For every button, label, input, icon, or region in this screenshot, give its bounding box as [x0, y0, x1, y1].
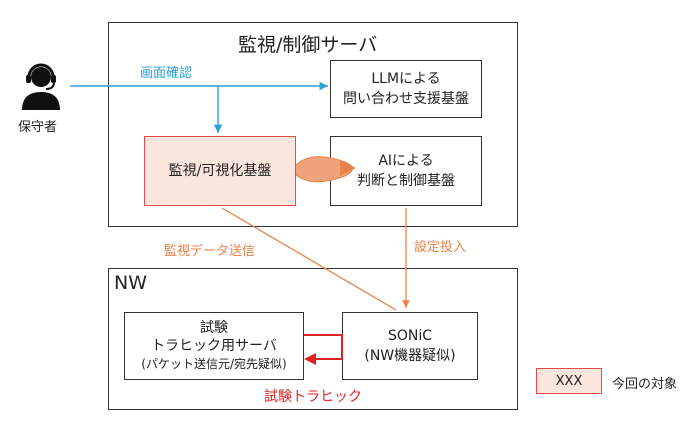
traffic-server-box: 試験 トラヒック用サーバ (パケット送信元/宛先疑似): [124, 312, 304, 380]
screen-check-label: 画面確認: [140, 66, 193, 81]
monitor-data-label: 監視データ送信: [164, 244, 256, 259]
test-traffic-label: 試験トラヒック: [264, 389, 362, 405]
ai-line-1: AIによる: [378, 153, 434, 169]
monitor-visualize-box: 監視/可視化基盤: [144, 136, 296, 206]
legend-sample-box: XXX: [536, 368, 602, 394]
ai-control-box: AIによる 判断と制御基盤: [330, 136, 482, 206]
config-input-label: 設定投入: [414, 240, 467, 255]
traffic-line-3: (パケット送信元/宛先疑似): [141, 357, 287, 371]
server-title: 監視/制御サーバ: [238, 34, 378, 56]
operator-headset-icon: [22, 63, 60, 110]
nw-title: NW: [114, 272, 147, 294]
llm-line-1: LLMによる: [371, 71, 441, 87]
llm-support-box: LLMによる 問い合わせ支援基盤: [330, 60, 482, 118]
traffic-line-2: トラヒック用サーバ: [151, 338, 277, 354]
legend-description: 今回の対象: [612, 377, 678, 392]
monitor-line-1: 監視/可視化基盤: [168, 163, 272, 179]
monitor-data-arrow: [221, 207, 397, 311]
sonic-line-2: (NW機器疑似): [364, 348, 456, 364]
traffic-line-1: 試験: [200, 320, 228, 336]
llm-line-2: 問い合わせ支援基盤: [343, 91, 469, 107]
test-traffic-loop: [304, 334, 343, 365]
ai-line-2: 判断と制御基盤: [357, 173, 455, 189]
operator-label: 保守者: [18, 120, 58, 135]
sonic-line-1: SONiC: [387, 328, 433, 344]
